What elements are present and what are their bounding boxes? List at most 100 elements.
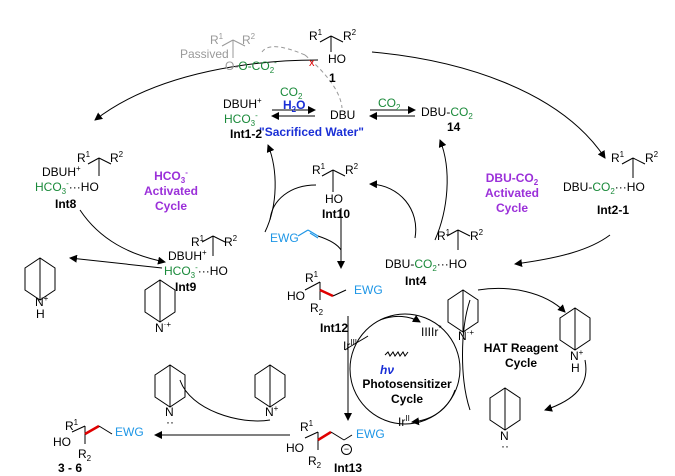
equilibrium-left <box>271 106 316 120</box>
int21-skeleton <box>621 157 646 178</box>
dbu: DBU <box>330 108 356 122</box>
photo-arrow-top <box>379 314 421 323</box>
quin-bottom-right-lp: ·· <box>501 439 509 453</box>
quinuclidine-center-right <box>447 289 479 333</box>
int12r-ho: HO <box>287 289 305 303</box>
int12-hco3: HCO3- <box>224 111 258 128</box>
int10-from-int4 <box>369 180 417 239</box>
passived-label: Passived <box>180 47 229 61</box>
compound-1-skeleton <box>319 35 344 52</box>
quin-far-right-n: N+ <box>570 348 584 363</box>
hat-arc-top <box>477 287 566 313</box>
int8-skeleton <box>87 157 112 176</box>
int9-label: Int9 <box>175 280 197 294</box>
alkene-skeleton <box>297 229 319 239</box>
int9-to-quinH-arrow <box>69 254 163 269</box>
product-r1: R1 <box>65 418 79 433</box>
int13-ewg: EWG <box>356 427 385 441</box>
int12r-r2: R2 <box>310 301 324 317</box>
int10-r1: R1 <box>312 162 326 177</box>
quin-int9-n: N·+ <box>155 320 172 335</box>
cross-mark: x <box>309 57 315 69</box>
quin-bottom-left-lp: ·· <box>166 415 174 429</box>
compound1-ho: HO <box>328 52 346 66</box>
int4-r1: R1 <box>437 228 451 243</box>
compound1-r1: R1 <box>309 28 323 43</box>
product-ewg: EWG <box>115 425 144 439</box>
int21-dbuco2-ho: DBU-CO2···HO <box>563 180 645 196</box>
quin-bottom-right-n: N <box>500 429 509 443</box>
int8-r2: R2 <box>110 150 124 165</box>
int4-label: Int4 <box>405 274 427 288</box>
int10-ho: HO <box>325 192 343 206</box>
int12-skeleton <box>304 281 347 300</box>
photosensitizer-cycle-circle <box>349 313 461 425</box>
hco3-cycle-left <box>264 144 276 233</box>
dbu-cycle-right <box>434 139 448 241</box>
sacrificed-water: "Sacrificed Water" <box>259 125 364 139</box>
product-label: 3 - 6 <box>58 461 83 475</box>
passive-dashed-path <box>261 46 306 56</box>
label-14: 14 <box>447 120 461 134</box>
alkene-join <box>317 235 342 251</box>
alkene-ewg: EWG <box>270 231 299 245</box>
hv-wavy-line <box>384 351 409 357</box>
quin-to-int13-arc <box>179 379 271 422</box>
arc-left-top <box>94 59 319 121</box>
compound1-label: 1 <box>329 71 336 85</box>
quinuclidine-bottom-right <box>489 387 521 431</box>
int13-skeleton <box>304 430 353 450</box>
int9-skeleton <box>201 235 226 256</box>
quinuclidine-far-right <box>559 307 591 351</box>
int10-label: Int10 <box>322 207 351 221</box>
passived-oco2: O-O-CO2- <box>225 58 277 75</box>
int21-r1: R1 <box>611 150 625 165</box>
int4-r2: R2 <box>470 228 484 243</box>
passived-skeleton <box>221 39 246 58</box>
passived-r2: R2 <box>242 32 256 47</box>
quin-far-right-h: H <box>571 361 580 375</box>
int8-r1: R1 <box>77 150 91 165</box>
int8-hco3-ho: HCO3-···HO <box>35 179 99 196</box>
int13-r1: R1 <box>300 419 314 434</box>
hco3-cycle-label: HCO3- Activated Cycle <box>143 168 199 213</box>
equilibrium-right <box>369 106 416 120</box>
int13-minus: − <box>341 444 352 455</box>
int10-to-int9 <box>269 184 317 221</box>
compound1-r2: R2 <box>343 28 357 43</box>
int12-dbuh: DBUH+ <box>223 96 262 111</box>
h2o: H2O <box>283 98 306 114</box>
product-r2: R2 <box>78 447 92 463</box>
int9-dbuh: DBUH+ <box>168 248 207 263</box>
co2-right: CO2 <box>378 96 401 112</box>
dbu-co2-14: DBU-CO2 <box>421 105 473 121</box>
ir3-left: IrIII <box>343 338 358 353</box>
product-ho: HO <box>53 435 71 449</box>
int10-skeleton <box>321 169 346 192</box>
arc-right-top <box>371 51 606 159</box>
int13-ho: HO <box>286 441 304 455</box>
quin-center-n: N·+ <box>458 328 475 343</box>
int13-r2: R2 <box>308 454 322 470</box>
int12-label: Int1-2 <box>230 127 263 141</box>
int12r-ewg: EWG <box>354 283 383 297</box>
int8-dbuh: DBUH+ <box>42 164 81 179</box>
quinuclidine-left-top <box>24 257 56 301</box>
quin-bottom-left-n: N <box>165 405 174 419</box>
photo-arrow-bottom <box>411 389 456 426</box>
int4-dbuco2-ho: DBU-CO2···HO <box>385 257 467 273</box>
quin-left-top-h: H <box>36 307 45 321</box>
hat-cycle-label: HAT Reagent Cycle <box>483 341 559 370</box>
quin-bottom-mid-n: N+ <box>265 404 279 419</box>
int12r-r1: R1 <box>305 270 319 285</box>
hat-arc-left <box>462 299 471 411</box>
co2-left: CO2 <box>280 85 303 101</box>
photosensitizer-label: Photosensitizer Cycle <box>362 377 452 406</box>
dbu-co2-cycle-label: DBU-CO2 Activated Cycle <box>484 171 540 215</box>
arc-left-bottom <box>79 209 166 265</box>
arc-right-bottom <box>514 234 611 268</box>
hat-arc-right <box>544 359 587 412</box>
int12r-label: Int12 <box>320 321 349 335</box>
quinuclidine-int9-bottom <box>144 279 176 323</box>
